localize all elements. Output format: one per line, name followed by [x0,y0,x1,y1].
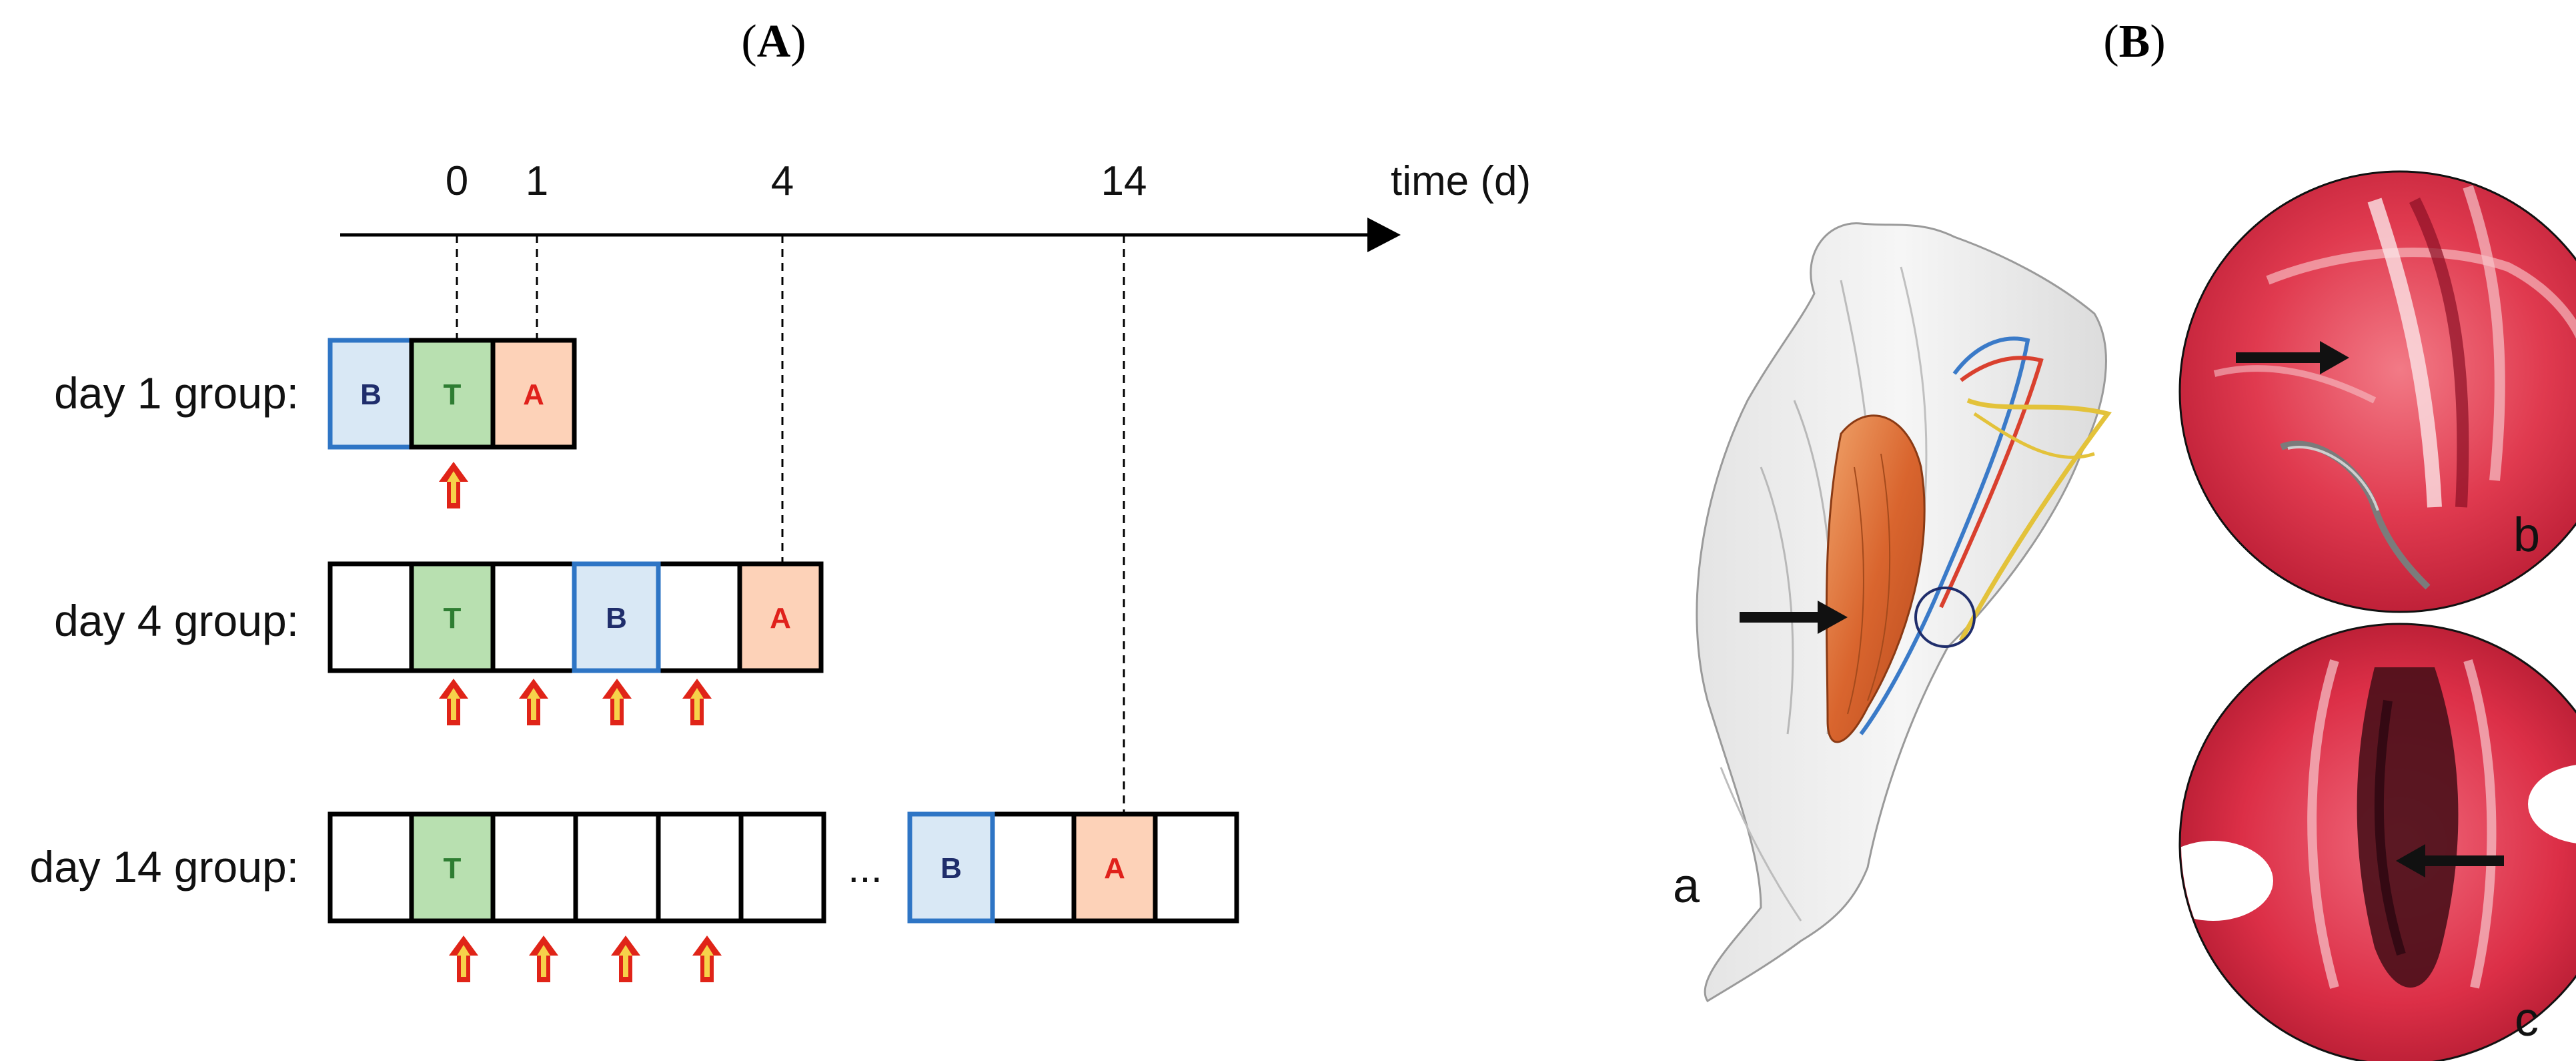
pointer-arrow-c [2396,844,2504,877]
arrow-row3-1 [449,936,478,982]
pointer-arrow-b [2236,341,2349,374]
analysis-box-label: A [770,602,791,635]
analysis-box-label: A [1104,852,1125,885]
empty-box [990,811,1077,924]
treatment-box [409,338,496,450]
tick-label-14: 14 [1101,158,1147,204]
analysis-box-label: A [523,378,544,411]
vessel-blue [1859,336,2030,735]
panel-a-label: (A) [741,16,806,67]
arrow-row3-3 [611,936,640,982]
empty-box [573,811,661,924]
panel-b-label: (B) [2103,16,2165,67]
row-day-14: T ... A B [328,811,1239,924]
retractor-right [2528,764,2576,844]
muscle [1825,414,1926,743]
empty-box [490,561,577,673]
arrow-row2-2 [519,679,548,725]
tick-label-1: 1 [526,158,548,204]
row-day-4: T A B [328,561,824,673]
group-label-day-14: day 14 group: [29,842,299,892]
time-axis-arrowhead [1367,218,1401,252]
photo-c [2178,623,2576,1061]
tick-label-0: 0 [446,158,468,204]
ellipsis: ... [848,845,882,892]
baseline-box-label: B [360,378,382,411]
arrow-row1-1 [439,462,468,508]
empty-box [328,811,414,924]
analysis-box [490,338,577,450]
empty-box [490,811,578,924]
treatment-box-label: T [444,602,462,635]
photo-b [2178,170,2576,613]
tick-label-4: 4 [771,158,794,204]
arrow-row3-4 [692,936,722,982]
treatment-box-label: T [444,852,462,885]
arrow-row3-2 [529,936,558,982]
baseline-box [907,811,995,924]
photo-label-a: a [1673,859,1700,913]
empty-box [328,561,414,673]
vessel-red [1939,356,2044,609]
baseline-box-label: B [606,602,627,635]
arrow-row2-1 [439,679,468,725]
empty-box [1153,811,1239,924]
treatment-box [409,811,496,924]
time-axis-label: time (d) [1391,158,1531,204]
empty-box [656,811,744,924]
empty-box [738,811,826,924]
retractor-left [2181,841,2273,921]
baseline-box-label: B [940,852,962,885]
baseline-box [572,561,661,673]
photo-label-c: c [2515,993,2539,1046]
photo-b-circle [2180,171,2576,612]
row-day-1: B T A [328,338,577,450]
empty-box [656,561,742,673]
photo-label-b: b [2513,508,2540,562]
pointer-arrow-a [1740,601,1848,634]
arrow-row2-3 [602,679,632,725]
nerve [1958,398,2112,642]
limb-illustration [1696,222,2112,1003]
treatment-box-label: T [444,378,462,411]
arrow-row2-4 [682,679,712,725]
analysis-box [737,561,824,673]
highlight-circle [1914,587,1976,648]
group-label-day-1: day 1 group: [54,368,299,418]
group-label-day-4: day 4 group: [54,596,299,645]
baseline-box [328,338,414,450]
